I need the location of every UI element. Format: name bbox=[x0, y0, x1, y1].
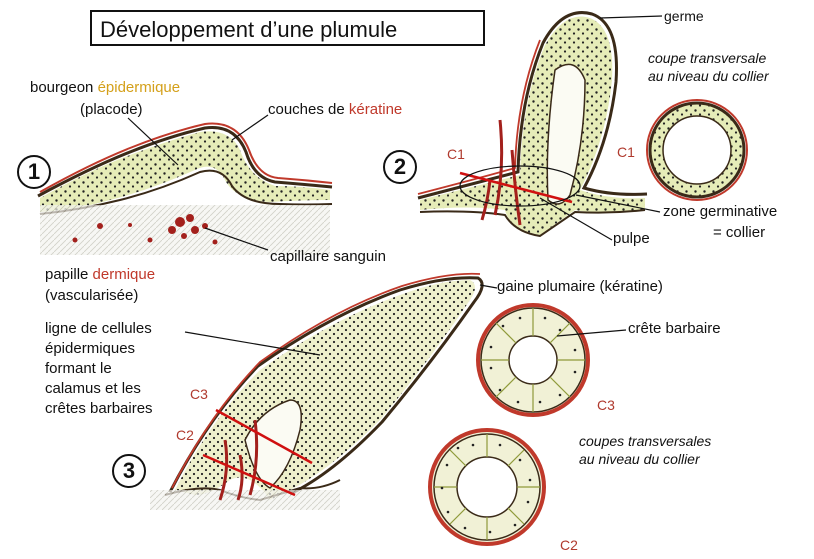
label-papille-text: papille bbox=[45, 266, 93, 283]
label-zone-germinative: zone germinative bbox=[663, 203, 777, 221]
label-keratine: kératine bbox=[349, 101, 402, 118]
label-ligne-l4: calamus et les bbox=[45, 380, 141, 398]
label-pulpe: pulpe bbox=[613, 230, 650, 248]
label-vascularisee: (vascularisée) bbox=[45, 287, 138, 305]
section-c1 bbox=[647, 100, 747, 200]
label-papille: papille dermique bbox=[45, 266, 155, 284]
label-c1-stage: C1 bbox=[447, 145, 465, 163]
step-number-2: 2 bbox=[383, 150, 417, 184]
label-couches-keratine: couches de kératine bbox=[268, 101, 402, 119]
label-ligne-l1: ligne de cellules bbox=[45, 320, 152, 338]
label-ligne-l5: crêtes barbaires bbox=[45, 400, 153, 418]
label-c2-section: C2 bbox=[560, 536, 578, 554]
label-ligne-l2: épidermiques bbox=[45, 340, 135, 358]
label-bourgeon-text: bourgeon bbox=[30, 79, 98, 96]
label-coupe-l1: coupe transversale bbox=[648, 49, 766, 67]
label-coupes-l1: coupes transversales bbox=[579, 432, 711, 450]
label-germe: germe bbox=[664, 7, 704, 25]
label-bourgeon: bourgeon épidermique bbox=[30, 79, 180, 97]
label-coupe-l2: au niveau du collier bbox=[648, 67, 769, 85]
label-epidermique: épidermique bbox=[98, 79, 181, 96]
step-number-1: 1 bbox=[17, 155, 51, 189]
label-gaine-plumaire: gaine plumaire (kératine) bbox=[497, 278, 663, 296]
label-collier: = collier bbox=[713, 224, 765, 242]
label-placode: (placode) bbox=[80, 101, 143, 119]
section-c3 bbox=[478, 305, 588, 415]
label-dermique: dermique bbox=[93, 266, 156, 283]
label-ligne-l3: formant le bbox=[45, 360, 112, 378]
page-title: Développement d’une plumule bbox=[100, 17, 397, 43]
stage-1-placode bbox=[38, 124, 332, 255]
title-box: Développement d’une plumule bbox=[90, 10, 485, 46]
section-c2 bbox=[430, 430, 544, 544]
label-capillaire: capillaire sanguin bbox=[270, 248, 386, 266]
label-c2-stage: C2 bbox=[176, 426, 194, 444]
label-crete-barbaire: crête barbaire bbox=[628, 320, 721, 338]
label-c3-stage: C3 bbox=[190, 385, 208, 403]
label-c3-section: C3 bbox=[597, 396, 615, 414]
step-number-3: 3 bbox=[112, 454, 146, 488]
label-c1-section: C1 bbox=[617, 143, 635, 161]
label-couches-text: couches de bbox=[268, 101, 349, 118]
label-coupes-l2: au niveau du collier bbox=[579, 450, 700, 468]
